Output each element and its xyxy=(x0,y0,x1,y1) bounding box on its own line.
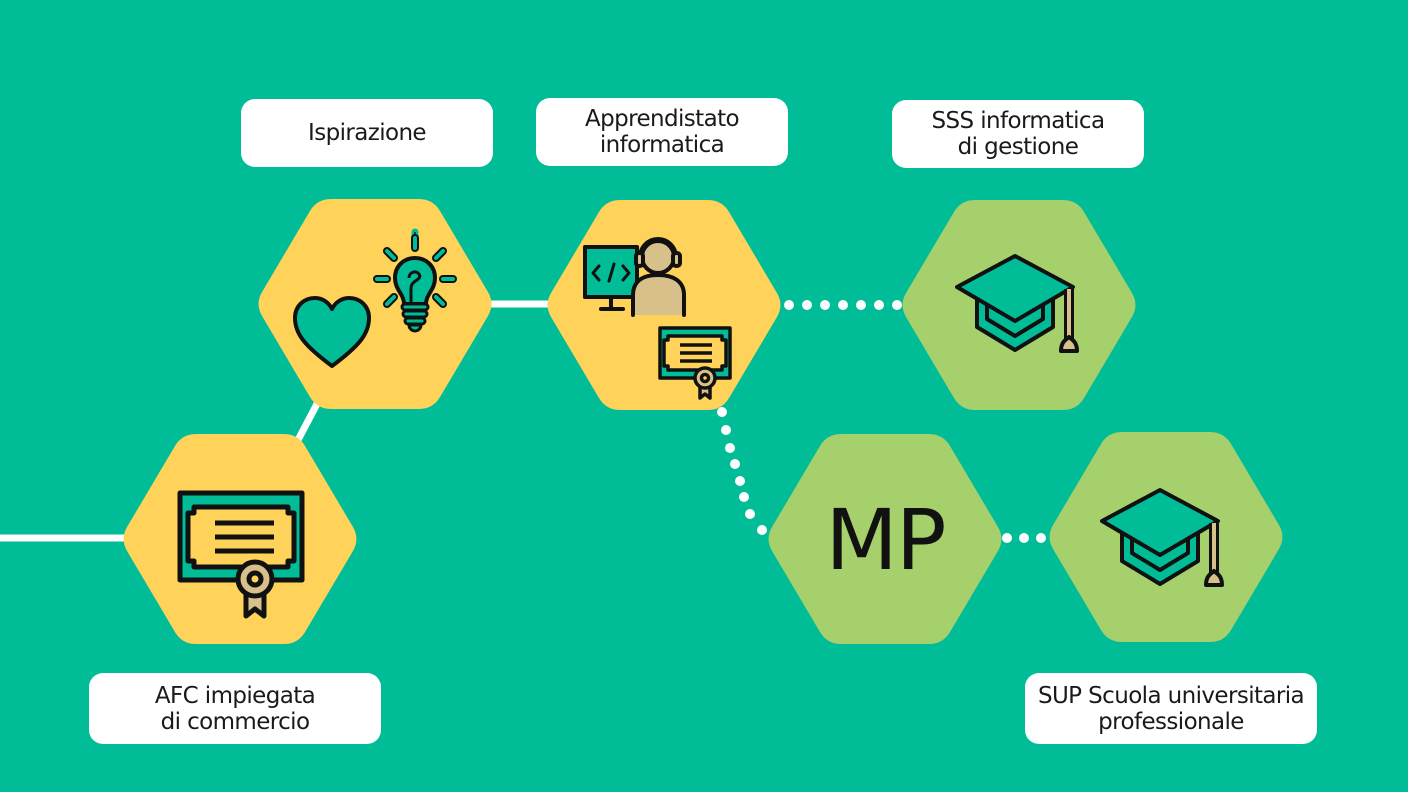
connector-dot xyxy=(721,425,731,435)
heart-icon xyxy=(293,296,371,368)
connector-dot xyxy=(1002,533,1012,543)
developer-icon xyxy=(583,237,686,317)
mp-hex-text: MP xyxy=(825,491,944,589)
label-apprendistato: Apprendistato informatica xyxy=(536,98,788,166)
label-ispirazione: Ispirazione xyxy=(241,99,493,167)
hex-ispirazione[interactable] xyxy=(258,199,492,409)
connector-mp-sup xyxy=(1002,533,1046,543)
connector-afc-ispirazione xyxy=(294,400,322,442)
connector-dot xyxy=(820,300,830,310)
connector-dot xyxy=(745,509,755,519)
connector-dot xyxy=(739,492,749,502)
connector-dot xyxy=(1019,533,1029,543)
label-afc: AFC impiegata di commercio xyxy=(89,673,381,744)
connector-dot xyxy=(725,443,735,453)
lightbulb-icon xyxy=(373,228,457,333)
connector-dot xyxy=(892,300,902,310)
connector-dot xyxy=(717,407,727,417)
label-sss: SSS informatica di gestione xyxy=(892,100,1144,168)
certificate-icon xyxy=(177,490,305,619)
connector-dot xyxy=(838,300,848,310)
connector-dot xyxy=(1036,533,1046,543)
connector-apprendistato-sss xyxy=(784,300,902,310)
label-sup: SUP Scuola universitaria professionale xyxy=(1025,673,1317,744)
connector-dot xyxy=(757,525,767,535)
connector-dot xyxy=(730,459,740,469)
connector-apprendistato-mp xyxy=(717,407,767,535)
connector-dot xyxy=(784,300,794,310)
connector-dot xyxy=(735,476,745,486)
connector-dot xyxy=(802,300,812,310)
graduation-cap-icon xyxy=(955,254,1079,353)
connector-dot xyxy=(874,300,884,310)
graduation-cap-icon xyxy=(1100,488,1224,587)
connector-dot xyxy=(856,300,866,310)
connectors xyxy=(0,300,1046,543)
hex-mp[interactable] xyxy=(768,434,1002,644)
certificate-small-icon xyxy=(658,326,732,400)
